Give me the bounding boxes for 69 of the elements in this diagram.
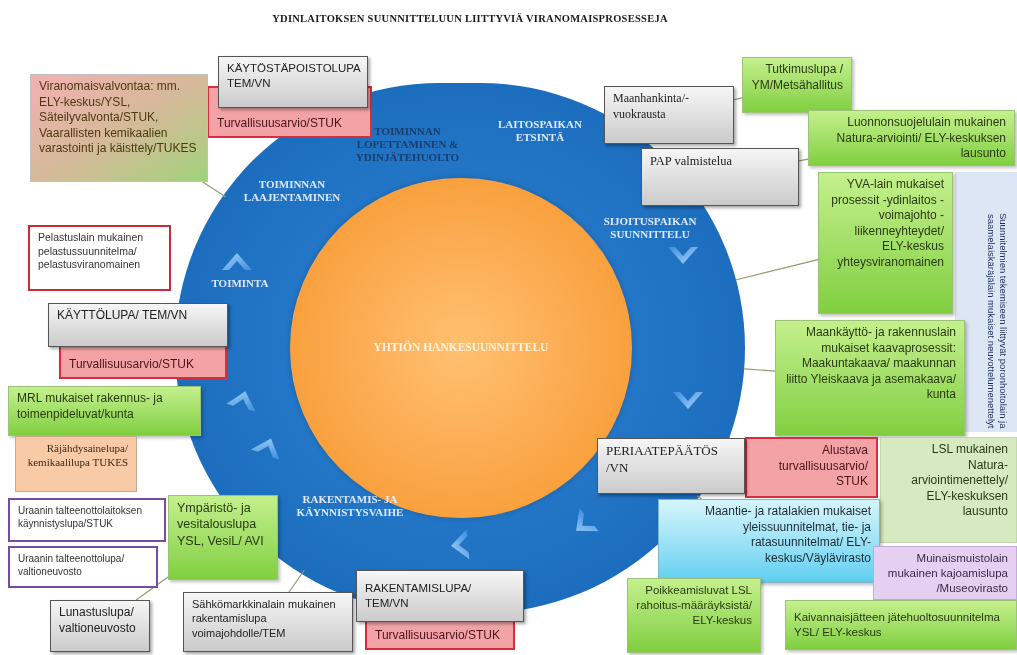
diagram-title: YDINLAITOKSEN SUUNNITTELUUN LIITTYVIÄ VIRANOMAISPROSESSEJA (271, 12, 669, 26)
box-text: Pelastuslain mukainen pelastussuunnitelma/ pelastusviranomainen (38, 231, 145, 272)
box-text: Viranomaisvalvontaa: mm. ELY-keskus/YSL, Säteilyvalvonta/STUK, Vaarallisten kemikaalien varastointi ja käisttely/TUKES (39, 79, 198, 157)
box-text: Alustava turvallisuusarvio/ STUK (777, 443, 868, 490)
phase-label: TOIMINNAN LAAJENTAMINEN (242, 178, 342, 205)
phase-label: LAITOSPAIKAN ETSINTÄ (497, 118, 583, 145)
box-text: RAKENTAMISLUPA/ TEM/VN (365, 581, 473, 611)
process-box (775, 320, 965, 436)
leader-line (696, 495, 703, 500)
leader-line (135, 576, 169, 601)
box-text: YVA-lain mukaiset prosessit -ydinlaitos -voimajohto -liikenneyhteydet/ ELY-keskus yhteysviranomainen (830, 177, 944, 271)
box-text: Räjähdysainelupa/ kemikaalilupa TUKES (26, 441, 128, 470)
box-text: PERIAATEPÄÄTÖS /VN (606, 443, 719, 477)
plan-box (658, 499, 880, 583)
process-box (818, 172, 953, 314)
leader-line (288, 569, 306, 593)
box-text: Muinaismuistolain mukainen kajoamislupa /Museovirasto (886, 551, 1008, 596)
supervision-box (30, 74, 208, 182)
permit-box (8, 386, 201, 436)
leader-line (202, 181, 227, 198)
permit-box (627, 578, 761, 653)
box-text: Suunnitelmien tekemiseen liittyvät poronhoitolain ja saamelaiskäräjälain mukaiset neuvottelumenettelyt (984, 211, 1009, 428)
box-text: LSL mukainen Natura-arviointimenettely/ ELY-keskuksen lausunto (910, 442, 1008, 520)
box-text: KÄYTÖSTÄPOISTOLUPA TEM/VN (227, 61, 359, 91)
permit-box (218, 56, 368, 108)
permit-box (48, 303, 228, 347)
process-box (808, 110, 1015, 166)
box-text: Maanhankinta/- vuokrausta (613, 91, 690, 123)
box-text: PAP valmistelua (650, 153, 734, 170)
phase-label: SIJOITUSPAIKAN SUUNNITTELU (602, 215, 698, 242)
box-text: Turvallisuusarvio/STUK (217, 116, 342, 132)
leader-line (798, 158, 809, 162)
box-text: Sähkömarkkinalain mukainen rakentamislupa voimajohdolle/TEM (192, 597, 337, 640)
box-text: KÄYTTÖLUPA/ TEM/VN (57, 308, 189, 324)
leader-line (743, 368, 776, 372)
phase-label: RAKENTAMIS- JA KÄYNNISTYSVAIHE (295, 493, 405, 520)
permit-box (873, 546, 1017, 600)
plan-box (785, 600, 1017, 650)
box-text: Turvallisuusarvio/STUK (375, 628, 500, 644)
permit-box (742, 57, 852, 113)
phase-label: TOIMINNAN LOPETTAMINEN & YDINJÄTEHUOLTO (354, 125, 461, 165)
plan-box (28, 225, 171, 291)
process-box (880, 437, 1017, 543)
assessment-box (59, 345, 227, 379)
leader-line (733, 97, 743, 101)
phase-label: TOIMINTA (210, 277, 270, 291)
box-text: Maantie- ja ratalakien mukaiset yleissuunnitelmat, tie- ja ratasuunnitelmat/ ELY-keskus/Väylävirasto (703, 504, 871, 567)
box-text: Uraanin talteenottolupa/ valtioneuvosto (18, 552, 126, 578)
box-text: Uraanin talteenottolaitoksen käynnistyslupa/STUK (18, 504, 143, 530)
box-text: Luonnonsuojelulain mukainen Natura-arviointi/ ELY-keskuksen lausunto (835, 115, 1006, 162)
permit-box (8, 498, 166, 542)
leader-line (734, 259, 819, 281)
box-text: Maankäyttö- ja rakennuslain mukaiset kaavaprosessit: Maakuntakaava/ maakunnan liitto Yleiskaava ja asemakaava/ kunta (785, 325, 956, 403)
box-text: Kaivannaisjätteen jätehuoltosuunnitelma YSL/ ELY-keskus (794, 610, 1001, 640)
box-text: MRL mukaiset rakennus- ja toimenpideluvat/kunta (17, 391, 164, 423)
permit-box (15, 436, 137, 492)
process-box (641, 148, 799, 206)
permit-box (8, 546, 158, 588)
box-text: Ympäristö- ja vesitalouslupa YSL, VesiL/ AVI (177, 500, 265, 549)
box-text: Tutkimuslupa / YM/Metsähallitus (751, 62, 843, 94)
box-text: Poikkeamisluvat LSL rahoitus-määräyksistä/ ELY-keskus (636, 583, 752, 628)
assessment-box (745, 437, 878, 498)
permit-box (183, 592, 353, 652)
box-text: YHTIÖN HANKESUUNNITTELU (372, 339, 550, 356)
permit-box (356, 570, 524, 622)
consultation-panel (955, 172, 1017, 432)
box-text: Lunastuslupa/ valtioneuvosto (59, 605, 137, 637)
box-text: Turvallisuusarvio/STUK (69, 357, 194, 373)
permit-box (50, 600, 150, 652)
